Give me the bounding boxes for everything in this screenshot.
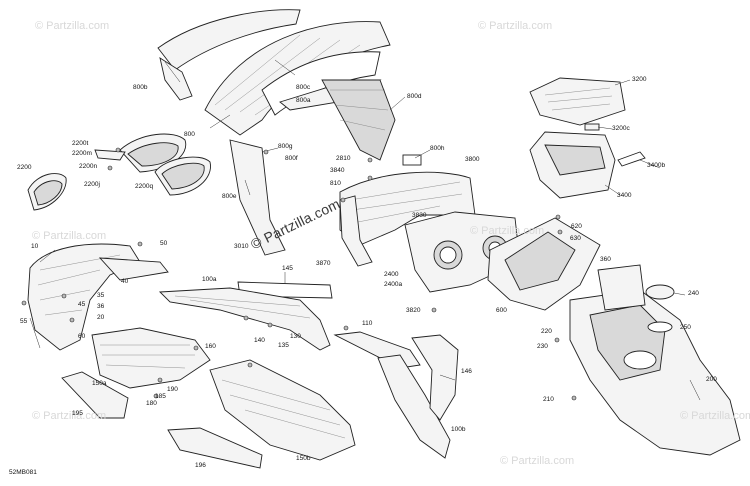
callout-label: 2400 — [384, 271, 399, 278]
callout-label: 10 — [31, 243, 39, 250]
front-nose-panel — [27, 243, 169, 351]
callout-label: 220 — [541, 328, 552, 335]
callout-label: 50 — [160, 240, 168, 247]
watermark-text: © Partzilla.com — [32, 410, 107, 422]
callout-label: 200 — [706, 376, 717, 383]
leader-lines — [29, 59, 701, 401]
callout-label: 180 — [146, 400, 157, 407]
watermark-text: © Partzilla.com — [470, 225, 545, 237]
watermark-text: © Partzilla.com — [680, 410, 750, 422]
callout-label: 190 — [167, 386, 178, 393]
callout-label: 20 — [97, 314, 105, 321]
callout-label: 146 — [461, 368, 472, 375]
callout-label: 2200n — [79, 163, 98, 170]
callout-label: 150b — [296, 455, 311, 462]
callout-label: 3870 — [316, 260, 331, 267]
callout-label: 800 — [184, 131, 195, 138]
rear-seat-base — [569, 264, 741, 456]
callout-label: 2810 — [336, 155, 351, 162]
callout-label: 2200q — [135, 183, 154, 190]
center-headlight-group — [339, 171, 601, 311]
callout-label: 195 — [72, 410, 83, 417]
callout-label: 55 — [20, 318, 28, 325]
watermark-text: © Partzilla.com — [35, 20, 110, 32]
callout-label: 240 — [688, 290, 699, 297]
lower-side-panels — [61, 327, 356, 469]
callout-label: 3200c — [612, 125, 630, 132]
callout-label: 60 — [78, 333, 86, 340]
side-rail-group — [158, 281, 333, 351]
callout-label: 110 — [362, 320, 373, 327]
callout-label: 100a — [202, 276, 217, 283]
upper-fairing-group — [157, 9, 422, 256]
callout-label: 2200j — [84, 181, 100, 188]
callout-label: 800d — [407, 93, 422, 100]
callout-label: 800b — [133, 84, 148, 91]
watermark-text: © Partzilla.com — [478, 20, 553, 32]
callout-label: 3840 — [330, 167, 345, 174]
diagram-reference-code: 52MB081 — [9, 469, 37, 476]
callout-label: 210 — [543, 396, 554, 403]
callout-label: 800e — [222, 193, 237, 200]
callout-label: 135 — [278, 342, 289, 349]
callout-label: 40 — [121, 278, 129, 285]
callout-label: 140 — [254, 337, 265, 344]
callout-label: 600 — [496, 307, 507, 314]
storage-compartment — [529, 77, 646, 199]
callout-label: 2200m — [72, 150, 92, 157]
callout-label: 3800 — [465, 156, 480, 163]
callout-label: 620 — [571, 223, 582, 230]
callout-label: 3010 — [234, 243, 249, 250]
callout-label: 800h — [430, 145, 445, 152]
callout-label: 3400b — [647, 162, 666, 169]
callout-label: 800c — [296, 84, 311, 91]
callout-label: 630 — [570, 235, 581, 242]
callout-label: 35 — [97, 292, 105, 299]
callout-label: 360 — [600, 256, 611, 263]
callout-label: 130 — [290, 333, 301, 340]
callout-label: 800a — [296, 97, 311, 104]
callout-label: 150a — [92, 380, 107, 387]
callout-label: 196 — [195, 462, 206, 469]
front-side-panels — [333, 331, 459, 459]
callout-label: 145 — [282, 265, 293, 272]
callout-label: 160 — [205, 343, 216, 350]
callout-label: 36 — [97, 303, 105, 310]
callout-label: 810 — [330, 180, 341, 187]
callout-label: 185 — [155, 393, 166, 400]
callout-label: 3830 — [412, 212, 427, 219]
callout-label: 2200 — [17, 164, 32, 171]
callout-label: 3400 — [617, 192, 632, 199]
watermark-text: © Partzilla.com — [500, 455, 575, 467]
callout-label: 2400a — [384, 281, 403, 288]
callout-label: 250 — [680, 324, 691, 331]
mirror-assembly — [27, 133, 211, 211]
callout-label: 3200 — [632, 76, 647, 83]
callout-label: 100b — [451, 426, 466, 433]
callout-label: 800g — [278, 143, 293, 150]
callout-label: 2200t — [72, 140, 89, 147]
callout-label: 3820 — [406, 307, 421, 314]
callout-label: 800f — [285, 155, 298, 162]
fasteners — [21, 147, 577, 401]
callout-label: 45 — [78, 301, 86, 308]
callout-label: 230 — [537, 343, 548, 350]
watermark-text: © Partzilla.com — [32, 230, 107, 242]
